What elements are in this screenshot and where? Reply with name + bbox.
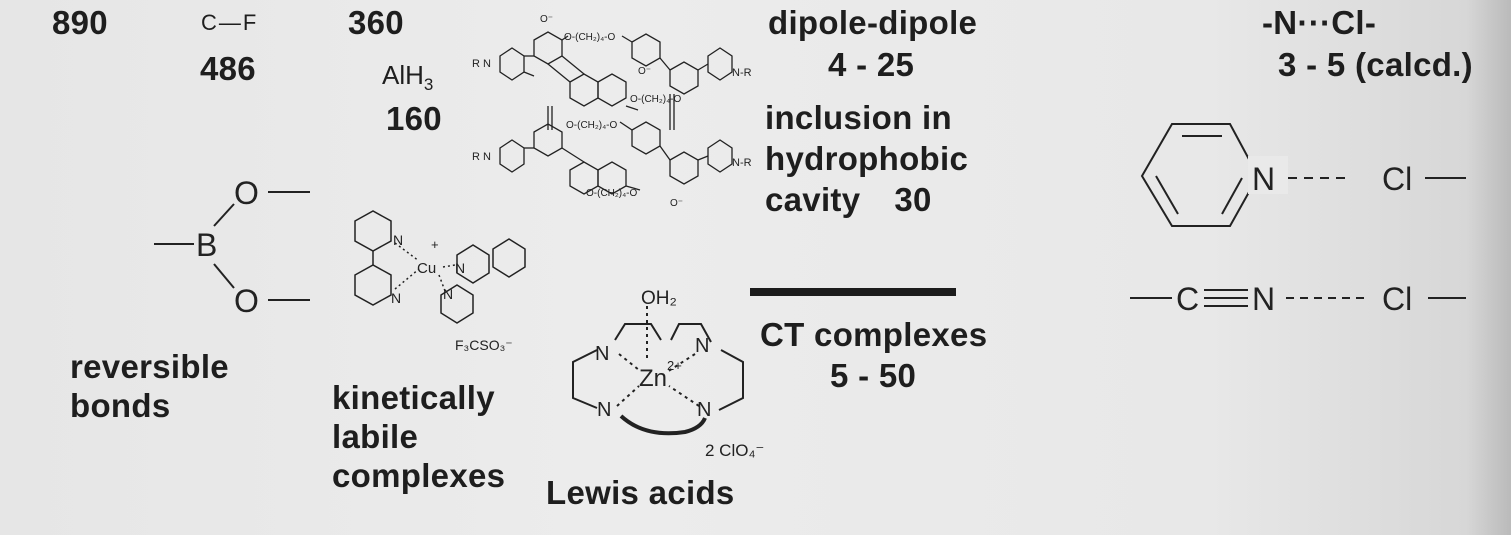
boron-oxygen-bond [213, 263, 235, 289]
copper-charge: + [431, 237, 439, 252]
inclusion-line-1: inclusion in [765, 99, 952, 136]
pyridine-double-bond [1221, 177, 1243, 215]
macro-nr-upper: N-R [732, 67, 752, 79]
cyclen-bridge [614, 323, 662, 341]
pyridine-double-bond [1155, 175, 1179, 215]
zinc-n-atom: N [595, 343, 609, 365]
copper-bipy-ring [440, 284, 474, 324]
copper-n-atom: N [443, 286, 453, 302]
copper-caption-line-1: kinetically [332, 379, 495, 416]
inclusion-line-2: hydrophobic [765, 140, 969, 177]
macro-ring [499, 139, 525, 173]
inclusion-text: inclusion in hydrophobic cavity 30 [765, 97, 968, 220]
zinc-charge: 2+ [667, 358, 682, 373]
macro-ring [569, 73, 599, 107]
copper-n-atom: N [455, 260, 465, 276]
macro-o-minus-mid: O⁻ [638, 66, 651, 77]
energy-value-360: 360 [348, 4, 404, 41]
macro-o-minus-top: O⁻ [540, 14, 553, 25]
boronate-caption: reversible bonds [70, 347, 229, 425]
macro-o-minus-bottom: O⁻ [670, 198, 683, 209]
energy-value-160: 160 [386, 100, 442, 137]
copper-caption: kinetically labile complexes [332, 378, 505, 495]
boron-oxygen-bond [213, 203, 235, 227]
ct-range: 5 - 50 [830, 357, 917, 394]
scan-edge-shadow [1466, 0, 1511, 535]
cf-bond-label: C—F [201, 10, 259, 35]
copper-complex-structure: N N N N Cu + F₃CSO₃⁻ [354, 210, 526, 353]
macro-rn-lower: R N [472, 151, 491, 163]
macro-ring [597, 73, 627, 107]
macro-ring [533, 31, 563, 65]
energy-value-486: 486 [200, 50, 256, 87]
alh3-base: AlH [382, 60, 424, 90]
halogen-title: -N···Cl- [1262, 4, 1377, 41]
zinc-counterion: 2 ClO₄⁻ [705, 441, 764, 460]
macro-linker-top: O-(CH₂)₄-O [564, 32, 616, 43]
macro-linker-mid2: O-(CH₂)₄-O [566, 120, 618, 131]
zinc-n-atom: N [597, 399, 611, 421]
copper-bipy-ring [354, 210, 392, 252]
cyclen-bridge [670, 323, 712, 343]
macro-nr-lower: N-R [732, 157, 752, 169]
zinc-n-atom: N [697, 399, 711, 421]
pyridine-n-atom: N [1252, 161, 1275, 197]
inclusion-cavity-word: cavity [765, 181, 861, 218]
copper-counterion: F₃CSO₃⁻ [455, 337, 513, 353]
alh3-label: AlH3 [382, 60, 433, 95]
copper-caption-line-2: labile [332, 418, 419, 455]
copper-n-atom: N [391, 290, 401, 306]
inclusion-line-3: cavity 30 [765, 179, 968, 220]
macro-ring [669, 61, 699, 95]
copper-n-atom: N [393, 232, 403, 248]
pyridine-ring [1140, 123, 1260, 227]
halogen-bond-structures: N Cl C N Cl [1130, 123, 1466, 317]
nitrile-cl-atom: Cl [1382, 281, 1412, 317]
ct-title: CT complexes [760, 316, 988, 353]
energy-value-890: 890 [52, 4, 108, 41]
nitrile-n-atom: N [1252, 281, 1275, 317]
zinc-water-label: OH₂ [641, 288, 677, 309]
zinc-atom: Zn [639, 365, 667, 392]
pyridine-cl-atom: Cl [1382, 161, 1412, 197]
copper-bipy-ring [354, 264, 392, 306]
inclusion-value: 30 [894, 181, 932, 218]
zinc-n-atom: N [695, 335, 709, 357]
dipole-range: 4 - 25 [828, 46, 915, 83]
macro-ring [707, 47, 733, 81]
cyclen-bridge [619, 414, 707, 436]
oxygen-atom-top: O [234, 175, 259, 211]
macro-linker-bottom: O-(CH₂)₄-O [586, 188, 638, 199]
copper-bipy-ring [456, 244, 490, 284]
alh3-subscript: 3 [423, 75, 434, 95]
macro-ring [499, 47, 525, 81]
dipole-title: dipole-dipole [768, 4, 978, 41]
boronate-caption-line-2: bonds [70, 387, 171, 424]
boron-atom: B [196, 227, 217, 263]
macro-ring [669, 151, 699, 185]
macrocycle-structure: R N R N N-R N-R O-(CH₂)₄-O O-(CH₂)₄-O O-… [472, 14, 752, 209]
macro-ring [631, 33, 661, 67]
macro-ring [707, 139, 733, 173]
section-divider [750, 288, 956, 296]
boronate-caption-line-1: reversible [70, 348, 229, 385]
cyclen-bridge [718, 349, 744, 411]
nitrile-c-atom: C [1176, 281, 1199, 317]
copper-atom: Cu [417, 260, 436, 277]
boronate-ester-structure: B O O [154, 175, 310, 319]
zinc-caption: Lewis acids [546, 474, 735, 511]
macro-rn-upper: R N [472, 58, 491, 70]
copper-caption-line-3: complexes [332, 457, 506, 494]
copper-bipy-ring [492, 238, 526, 278]
oxygen-atom-bottom: O [234, 283, 259, 319]
halogen-range: 3 - 5 (calcd.) [1278, 46, 1473, 83]
macro-linker-mid: O-(CH₂)₄-O [630, 94, 682, 105]
macro-ring [631, 121, 661, 155]
zinc-complex-structure: OH₂ N N N N Zn 2+ 2 ClO₄⁻ [572, 288, 764, 460]
cyclen-bridge [572, 349, 598, 409]
